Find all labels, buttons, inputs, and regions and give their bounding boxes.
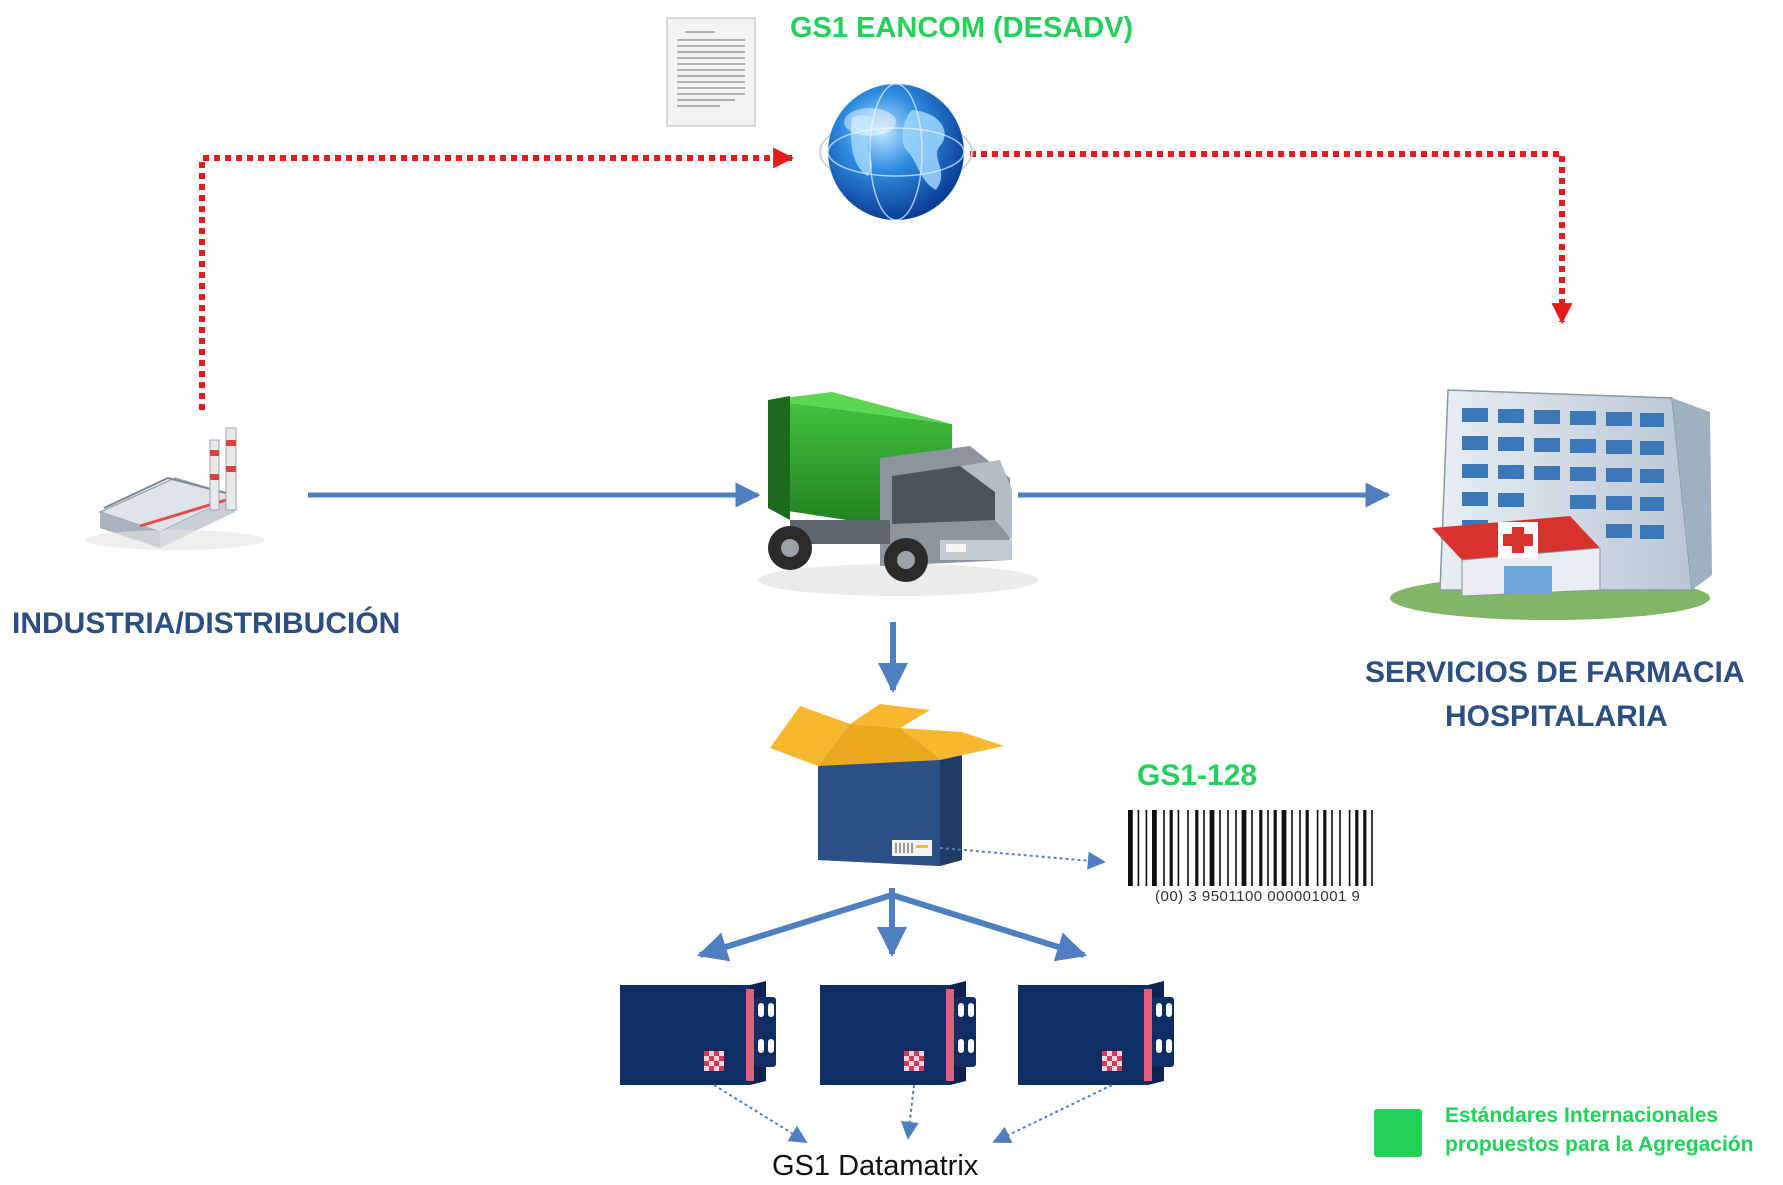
barcode-number: (00) 3 9501100 000001001 9 — [1155, 888, 1361, 905]
destination-label-line2: HOSPITALARIA — [1445, 700, 1668, 733]
pack-to-datamatrix-links — [713, 1084, 1113, 1144]
legend-text-line2: propuestos para la Agregación — [1445, 1133, 1754, 1156]
medicine-pack-icon — [820, 981, 976, 1085]
barcode-standard-label: GS1-128 — [1137, 759, 1258, 792]
source-label: INDUSTRIA/DISTRIBUCIÓN — [12, 607, 401, 640]
barcode-icon — [1128, 810, 1373, 886]
item-standard-label: GS1 Datamatrix — [772, 1150, 979, 1182]
hospital-icon — [1390, 389, 1712, 620]
physical-flow-arrows — [308, 482, 1391, 962]
medicine-pack-icon — [620, 981, 776, 1085]
truck-icon — [758, 392, 1038, 596]
message-arrow-to-hospital — [970, 151, 1573, 325]
message-flow-arrows — [199, 147, 1573, 410]
medicine-pack-icon — [1018, 981, 1174, 1085]
open-box-icon — [770, 704, 1004, 866]
legend-text-line1: Estándares Internacionales — [1445, 1104, 1719, 1127]
globe-icon — [819, 83, 973, 221]
factory-icon — [85, 427, 265, 550]
destination-label-line1: SERVICIOS DE FARMACIA — [1365, 656, 1745, 689]
legend-swatch — [1374, 1109, 1422, 1157]
arrow-box-to-pack-left — [697, 892, 893, 962]
box-to-barcode-link — [939, 847, 1106, 870]
message-arrow-to-network — [199, 147, 795, 410]
arrow-box-to-pack-right — [891, 892, 1087, 962]
protocol-label: GS1 EANCOM (DESADV) — [790, 12, 1134, 44]
document-icon — [666, 17, 756, 127]
